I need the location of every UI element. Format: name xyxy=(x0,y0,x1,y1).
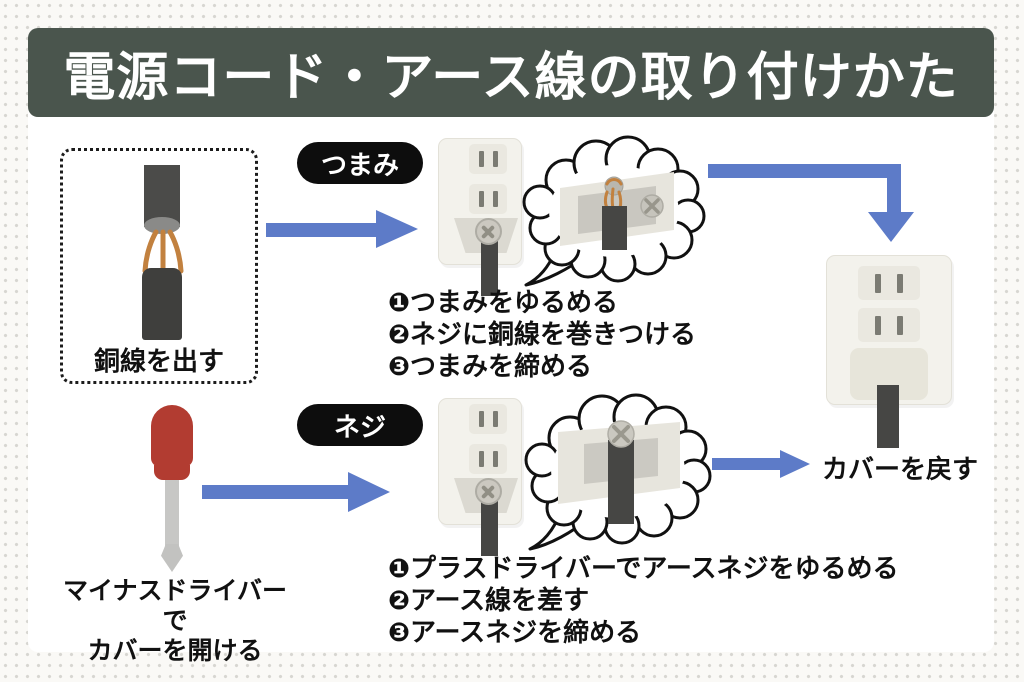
socket-icon xyxy=(469,184,507,214)
outlet-open-tsumami xyxy=(438,138,522,298)
socket-icon xyxy=(858,308,920,342)
ground-cable-icon xyxy=(481,230,498,296)
socket-slot xyxy=(875,316,881,335)
thought-bubble-tsumami xyxy=(522,135,706,287)
step-1: ❶プラスドライバーでアースネジをゆるめる xyxy=(388,553,899,583)
socket-slot xyxy=(479,151,484,167)
screwdriver-handle xyxy=(151,405,193,467)
outlet-open-neji xyxy=(438,398,522,558)
socket-icon xyxy=(469,144,507,174)
expose-copper-label: 銅線を出す xyxy=(93,346,224,376)
socket-slot xyxy=(897,274,903,293)
socket-slot xyxy=(493,451,498,467)
open-cover-label: マイナスドライバーで カバーを開ける xyxy=(55,576,295,666)
return-cover-label: カバーを戻す xyxy=(822,454,979,484)
terminal-screw-icon xyxy=(475,218,502,245)
flathead-screwdriver-icon xyxy=(150,405,196,575)
tsumami-badge: つまみ xyxy=(297,142,423,184)
ground-cable-icon xyxy=(481,490,498,556)
terminal-screw-icon xyxy=(475,478,502,505)
socket-slot xyxy=(875,274,881,293)
arrow-right-small-icon xyxy=(712,450,810,478)
screwdriver-shaft xyxy=(165,480,179,546)
socket-slot xyxy=(493,151,498,167)
screwdriver-tip xyxy=(161,544,183,572)
socket-slot xyxy=(493,191,498,207)
ground-cable-icon xyxy=(877,385,899,448)
socket-slot xyxy=(897,316,903,335)
socket-icon xyxy=(858,266,920,300)
cable-in-bubble xyxy=(602,206,627,250)
open-cover-line2: カバーを開ける xyxy=(87,637,263,665)
socket-slot xyxy=(479,191,484,207)
arrow-right-icon xyxy=(202,472,390,512)
neji-badge: ネジ xyxy=(297,404,423,446)
step-2: ❷ネジに銅線を巻きつける xyxy=(388,319,697,349)
socket-icon xyxy=(469,404,507,434)
arrow-right-icon xyxy=(266,210,418,248)
cable-in-bubble xyxy=(608,440,634,524)
copper-wires-icon xyxy=(142,229,184,275)
screwdriver-collar xyxy=(154,465,190,480)
socket-icon xyxy=(469,444,507,474)
tsumami-steps: ❶つまみをゆるめる ❷ネジに銅線を巻きつける ❸つまみを締める xyxy=(388,286,696,382)
socket-slot xyxy=(479,451,484,467)
step-3: ❸つまみを締める xyxy=(388,351,593,381)
cable-sheath-icon xyxy=(144,165,180,227)
arrow-elbow-down-icon xyxy=(708,164,914,242)
step-3: ❸アースネジを締める xyxy=(388,617,642,647)
step-1: ❶つまみをゆるめる xyxy=(388,287,619,317)
socket-slot xyxy=(493,411,498,427)
title-bar: 電源コード・アース線の取り付けかた xyxy=(28,28,994,117)
exposed-wire-panel: 銅線を出す xyxy=(60,148,258,384)
neji-steps: ❶プラスドライバーでアースネジをゆるめる ❷アース線を差す ❸アースネジを締める xyxy=(388,552,899,648)
outlet-covered xyxy=(826,255,952,450)
step-2: ❷アース線を差す xyxy=(388,585,590,615)
thought-bubble-neji xyxy=(524,393,712,551)
open-cover-line1: マイナスドライバーで xyxy=(62,577,287,635)
cable-end-icon xyxy=(142,268,182,340)
socket-slot xyxy=(479,411,484,427)
page-title: 電源コード・アース線の取り付けかた xyxy=(63,49,959,107)
